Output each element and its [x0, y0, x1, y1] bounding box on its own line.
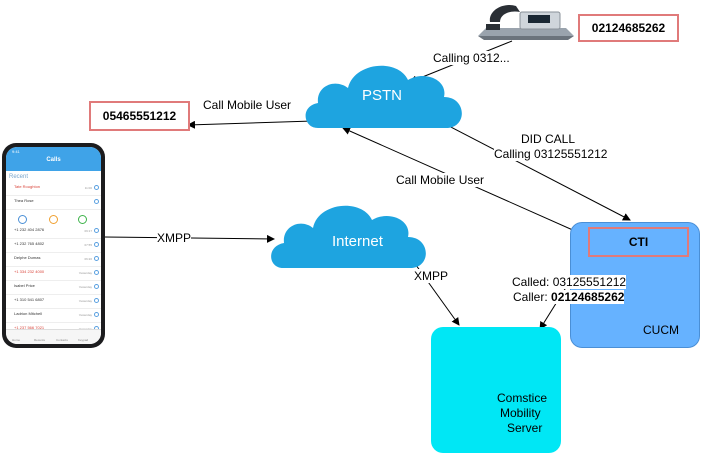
call-list-item[interactable]: Thea Rose [6, 196, 101, 210]
server-line-2: Mobility [500, 406, 541, 420]
phone-tab-bar: Home Recents Contacts Keypad [6, 329, 101, 344]
landline-number-box: 02124685262 [578, 14, 679, 42]
xmpp-left-label: XMPP [157, 231, 192, 245]
call-time: Yesterday [78, 313, 92, 317]
did-call-label: DID CALL [521, 132, 576, 146]
call-time: Yesterday [78, 285, 92, 289]
server-line-1: Comstice [497, 391, 548, 405]
caller-prefix: Caller: [513, 290, 552, 304]
info-icon[interactable] [94, 312, 99, 317]
call-list-item[interactable]: +1 310 541 6807 Yesterday [6, 295, 101, 309]
server-line-3: Server [507, 421, 543, 435]
internet-cloud [271, 205, 426, 268]
desk-phone-icon [478, 4, 574, 40]
call-time: 09:17 [84, 229, 92, 233]
info-icon[interactable] [94, 270, 99, 275]
info-icon[interactable] [94, 199, 99, 204]
caller-number: 02124685262 [551, 290, 625, 304]
call-list-item[interactable]: +1 334 232 4000 Yesterday [6, 267, 101, 281]
phone-video-icon[interactable] [49, 215, 58, 224]
phone-tab-recents[interactable]: Recents [34, 338, 46, 342]
phone-app-title: Calls [46, 157, 61, 163]
call-list-item[interactable]: Tate Roughton 11:00 [6, 182, 101, 196]
calling-short-label: Calling 0312... [433, 51, 510, 65]
call-contact-name: +1 334 232 4000 [14, 269, 45, 274]
phone-message-icon[interactable] [78, 215, 87, 224]
call-contact-name: +1 237 566 7021 [14, 325, 45, 330]
phone-tab-contacts[interactable]: Contacts [56, 338, 68, 342]
cti-box: CTI [588, 227, 689, 257]
info-icon[interactable] [94, 228, 99, 233]
call-contact-name: Tate Roughton [14, 184, 41, 189]
calling-full-label: Calling 03125551212 [494, 147, 608, 161]
call-mobile-user-top-label: Call Mobile User [203, 98, 292, 112]
phone-tab-home[interactable]: Home [12, 338, 21, 342]
call-contact-name: +1 232 765 4802 [14, 241, 45, 246]
call-contact-name: Ladrion Mitchell [14, 311, 43, 316]
status-bar: 9:41 [12, 149, 20, 154]
phone-tab-keypad[interactable]: Keypad [78, 338, 89, 342]
call-contact-name: Isabel Price [14, 283, 35, 288]
xmpp-right-label: XMPP [414, 269, 449, 283]
info-icon[interactable] [94, 185, 99, 190]
call-time: 06:20 [84, 257, 92, 261]
mobile-number-box: 05465551212 [89, 101, 190, 131]
call-time: Yesterday [78, 299, 92, 303]
call-contact-name: Delphe Dumas [14, 255, 41, 260]
info-icon[interactable] [94, 242, 99, 247]
info-icon[interactable] [94, 298, 99, 303]
arrow-pstn-to-mobile [187, 120, 314, 129]
pstn-cloud [305, 65, 462, 128]
call-contact-name: +1 232 404 2876 [14, 227, 45, 232]
call-list-item[interactable]: +1 232 765 4802 07:55 [6, 239, 101, 253]
call-time: 11:00 [84, 186, 92, 190]
call-mobile-user-mid-label: Call Mobile User [396, 173, 485, 187]
call-list-item[interactable]: +1 232 404 2876 09:17 [6, 225, 101, 239]
call-contact-name: +1 310 541 6807 [14, 297, 45, 302]
internet-label: Internet [332, 233, 383, 250]
info-icon[interactable] [94, 256, 99, 261]
call-time: 07:55 [84, 243, 92, 247]
arrow-pstn-to-cti [444, 123, 631, 221]
call-list-item[interactable]: Delphe Dumas 06:20 [6, 253, 101, 267]
comstice-server-box: Comstice Mobility Server [431, 327, 561, 453]
phone-call-icon[interactable] [18, 215, 27, 224]
call-list-item[interactable]: Isabel Price Yesterday [6, 281, 101, 295]
called-label: Called: 03125551212 [512, 275, 627, 289]
cucm-label: CUCM [643, 323, 679, 337]
call-contact-name: Thea Rose [14, 198, 34, 203]
info-icon[interactable] [94, 284, 99, 289]
call-time: Yesterday [78, 271, 92, 275]
pstn-label: PSTN [362, 87, 403, 104]
phone-header: 9:41 Calls [6, 147, 101, 171]
phone-section-label: Recent [9, 174, 29, 180]
caller-label: Caller: 02124685262 [513, 290, 625, 304]
call-list-item[interactable]: Ladrion Mitchell Yesterday [6, 309, 101, 323]
